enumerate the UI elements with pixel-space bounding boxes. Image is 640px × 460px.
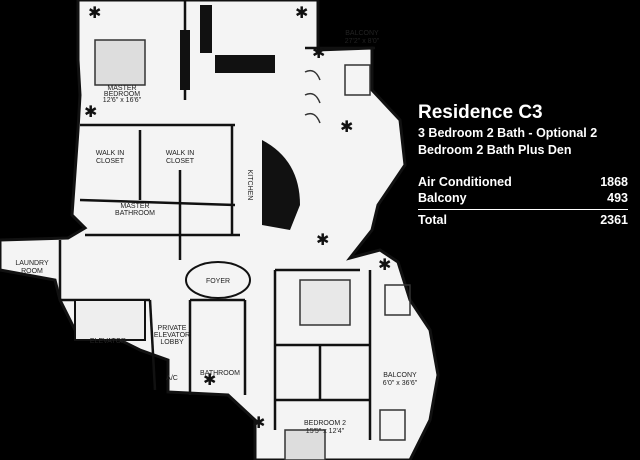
closet-rod [180, 30, 190, 90]
wall-block [200, 5, 212, 53]
label-kitchen: KITCHEN [246, 170, 253, 201]
foyer-ellipse [185, 261, 251, 299]
svg-text:✱: ✱ [312, 43, 325, 62]
label-balcony-top: BALCONY [345, 30, 379, 37]
total-label: Total [418, 213, 447, 227]
label-foyer: FOYER [206, 278, 230, 285]
label-laundry: LAUNDRY [15, 260, 49, 267]
label-lobby-3: LOBBY [160, 339, 184, 346]
label-elevator: ELEVATOR [90, 338, 126, 345]
svg-text:✱: ✱ [252, 413, 265, 432]
area-label: Balcony [418, 191, 467, 205]
residence-info-panel: Residence C3 3 Bedroom 2 Bath - Optional… [418, 102, 628, 228]
svg-text:✱: ✱ [84, 102, 97, 121]
label-balcony-top-dim: 27'2" x 8'0" [345, 38, 380, 45]
label-walk-in-2: WALK IN [166, 150, 195, 157]
label-walk-in-1: WALK IN [96, 150, 125, 157]
area-row-ac: Air Conditioned 1868 [418, 174, 628, 190]
area-value: 1868 [600, 175, 628, 189]
room-labels: BALCONY 27'2" x 8'0" MASTER BEDROOM 12'6… [15, 30, 417, 435]
area-row-total: Total 2361 [418, 212, 628, 228]
kitchen-counter [215, 55, 275, 73]
master-bed [94, 39, 146, 86]
elevator-shaft [74, 299, 146, 341]
total-value: 2361 [600, 213, 628, 227]
label-balcony-right: BALCONY [383, 372, 417, 379]
label-bathroom: BATHROOM [200, 370, 240, 377]
kitchen-island [262, 140, 300, 230]
bed-area [299, 279, 351, 326]
residence-title: Residence C3 [418, 102, 543, 123]
label-lobby-2: ELEVATOR [154, 332, 190, 339]
label-lobby: PRIVATE [158, 325, 187, 332]
balcony-furniture [304, 64, 411, 441]
svg-text:✱: ✱ [295, 3, 308, 22]
area-row-balcony: Balcony 493 [418, 190, 628, 206]
label-walk-in-1b: CLOSET [96, 158, 125, 165]
plant-icons: ✱ ✱ ✱ ✱ ✱ ✱ ✱ ✱ ✱ [84, 3, 391, 432]
label-master-bedroom: MASTER [107, 85, 136, 92]
label-laundry-2: ROOM [21, 268, 43, 275]
svg-text:✱: ✱ [203, 370, 216, 389]
svg-text:✱: ✱ [316, 230, 329, 249]
label-master-bath: MASTER [120, 203, 149, 210]
total-divider [418, 209, 628, 210]
label-ac: A/C [166, 375, 178, 382]
label-master-bath-2: BATHROOM [115, 210, 155, 217]
svg-text:✱: ✱ [378, 255, 391, 274]
bed2 [284, 429, 326, 460]
svg-text:✱: ✱ [88, 3, 101, 22]
label-balcony-right-dim: 6'0" x 36'6" [383, 380, 418, 387]
area-value: 493 [607, 191, 628, 205]
residence-subtitle-2: Bedroom 2 Bath Plus Den [418, 143, 572, 157]
label-walk-in-2b: CLOSET [166, 158, 195, 165]
label-master-bedroom-dim: 12'6" x 16'6" [103, 97, 142, 104]
area-table: Air Conditioned 1868 Balcony 493 Total 2… [418, 174, 628, 228]
residence-subtitle-1: 3 Bedroom 2 Bath - Optional 2 [418, 126, 598, 140]
label-bedroom2-dim: 15'5" x 12'4" [306, 428, 345, 435]
area-label: Air Conditioned [418, 175, 512, 189]
label-master-bedroom-2: BEDROOM [104, 91, 140, 98]
svg-text:✱: ✱ [340, 117, 353, 136]
label-bedroom2: BEDROOM 2 [304, 420, 346, 427]
